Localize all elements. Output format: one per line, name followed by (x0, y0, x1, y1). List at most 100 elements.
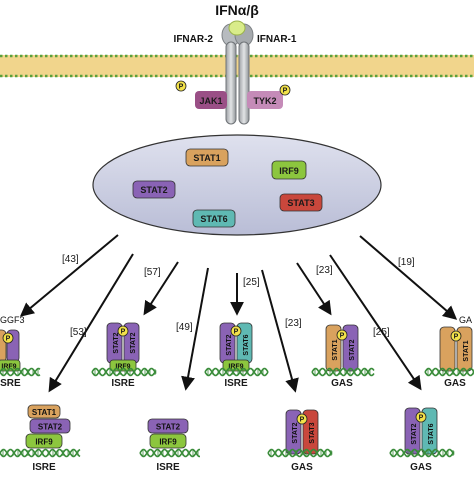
svg-text:STAT1: STAT1 (332, 339, 339, 360)
svg-text:STAT6: STAT6 (243, 334, 250, 355)
dna-row-1 (0, 367, 474, 377)
stat6-factor: STAT6 (192, 209, 236, 228)
svg-text:STAT1: STAT1 (32, 408, 57, 417)
tyk2-label: TYK2 (253, 96, 276, 106)
arrow-25b (329, 254, 422, 391)
stat2-factor: STAT2 (132, 180, 176, 199)
ifnar2-label: IFNAR-2 (174, 34, 214, 45)
dna-strand (204, 367, 269, 377)
complex-stat2-irf9: STAT2 IRF9 ISRE (147, 418, 189, 473)
dna-strand (139, 448, 200, 458)
pathway-arrows (19, 234, 458, 393)
ref-label: [19] (398, 257, 415, 268)
cell-membrane (0, 54, 474, 78)
svg-text:P: P (300, 417, 305, 424)
svg-text:IRF9: IRF9 (1, 364, 16, 371)
svg-text:P: P (6, 336, 11, 343)
ref-label: [25] (373, 327, 390, 338)
svg-text:IRF9: IRF9 (115, 364, 130, 371)
binding-site-label: ISRE (0, 378, 21, 389)
complex-isgf3: GGF3 P IRF9 ISRE (0, 315, 25, 389)
binding-site-label: GAS (444, 378, 466, 389)
complex-isgf3-row2: STAT1 STAT2 IRF9 ISRE (25, 404, 71, 473)
svg-text:STAT1: STAT1 (463, 340, 470, 361)
arrow-57 (143, 261, 179, 316)
ref-label: [43] (62, 254, 79, 265)
svg-text:P: P (283, 88, 288, 95)
svg-text:STAT2: STAT2 (226, 334, 233, 355)
ref-label: [49] (176, 322, 193, 333)
binding-site-label: GAS (331, 378, 353, 389)
jak1-label: JAK1 (199, 96, 222, 106)
jak1-kinase: JAK1 P (175, 80, 227, 109)
svg-text:STAT2: STAT2 (292, 422, 299, 443)
svg-text:P: P (121, 329, 126, 336)
dna-strand (389, 448, 455, 458)
ref-label: [25] (243, 277, 260, 288)
ifnar2-receptor (225, 41, 237, 125)
arrow-23b (296, 262, 332, 316)
binding-site-label: ISRE (32, 462, 56, 473)
arrow-53 (48, 253, 134, 393)
dna-strand (389, 448, 455, 458)
svg-text:IRF9: IRF9 (159, 438, 177, 447)
ref-label: [57] (144, 267, 161, 278)
pathway-references: [43] [53] [57] [49] [25] [23] [23] [25] … (62, 254, 415, 338)
ifnar1-label: IFNAR-1 (257, 34, 297, 45)
dna-strand (91, 367, 157, 377)
svg-text:STAT2: STAT2 (113, 332, 120, 353)
svg-text:P: P (454, 334, 459, 341)
complex-name: GA (459, 315, 472, 325)
svg-text:STAT3: STAT3 (287, 198, 314, 208)
ref-label: [23] (285, 318, 302, 329)
arrow-43 (19, 234, 119, 317)
complex-stat2-stat6-gas: STAT2 STAT6 P GAS (404, 407, 438, 473)
svg-text:STAT2: STAT2 (38, 423, 63, 432)
svg-text:STAT2: STAT2 (140, 185, 167, 195)
svg-text:P: P (419, 415, 424, 422)
complex-stat2-stat3: STAT2 STAT3 P GAS (285, 409, 319, 473)
svg-text:IRF9: IRF9 (279, 166, 299, 176)
binding-site-label: ISRE (156, 462, 180, 473)
svg-text:STAT6: STAT6 (200, 214, 227, 224)
svg-text:STAT2: STAT2 (411, 423, 418, 444)
arrow-19 (359, 235, 458, 320)
svg-text:STAT2: STAT2 (156, 423, 181, 432)
dna-row-2 (0, 448, 455, 458)
binding-site-label: ISRE (111, 378, 135, 389)
svg-text:IRF9: IRF9 (35, 438, 53, 447)
dna-strand (91, 367, 157, 377)
ifnar1-receptor (238, 41, 250, 125)
stat1-factor: STAT1 (185, 148, 229, 167)
svg-text:STAT6: STAT6 (428, 423, 435, 444)
svg-text:STAT1: STAT1 (193, 153, 220, 163)
svg-text:STAT2: STAT2 (349, 339, 356, 360)
binding-site-label: ISRE (224, 378, 248, 389)
phospho-marker (279, 84, 291, 96)
ref-label: [23] (316, 265, 333, 276)
ref-label: [53] (70, 327, 87, 338)
irf9-factor: IRF9 (271, 160, 307, 180)
arrow-23a (261, 269, 299, 393)
svg-text:P: P (234, 329, 239, 336)
dna-strand (267, 448, 333, 458)
complex-stat2-stat6: STAT2 STAT6 P IRF9 ISRE (219, 322, 253, 389)
dna-strand (139, 448, 200, 458)
arrow-49 (181, 267, 209, 391)
complex-stat2-homodimer: STAT2 STAT2 P IRF9 ISRE (106, 322, 140, 389)
svg-text:STAT2: STAT2 (130, 332, 137, 353)
ligand-shape (228, 20, 246, 36)
dna-strand (267, 448, 333, 458)
dna-strand (311, 367, 375, 377)
dna-strand (204, 367, 269, 377)
svg-text:P: P (340, 333, 345, 340)
svg-text:STAT3: STAT3 (309, 422, 316, 443)
svg-text:IRF9: IRF9 (228, 364, 243, 371)
dna-strand (311, 367, 375, 377)
stat3-factor: STAT3 (279, 193, 323, 212)
svg-text:P: P (179, 84, 184, 91)
ligand-label: IFNα/β (215, 2, 259, 18)
complex-name: GGF3 (0, 315, 25, 325)
